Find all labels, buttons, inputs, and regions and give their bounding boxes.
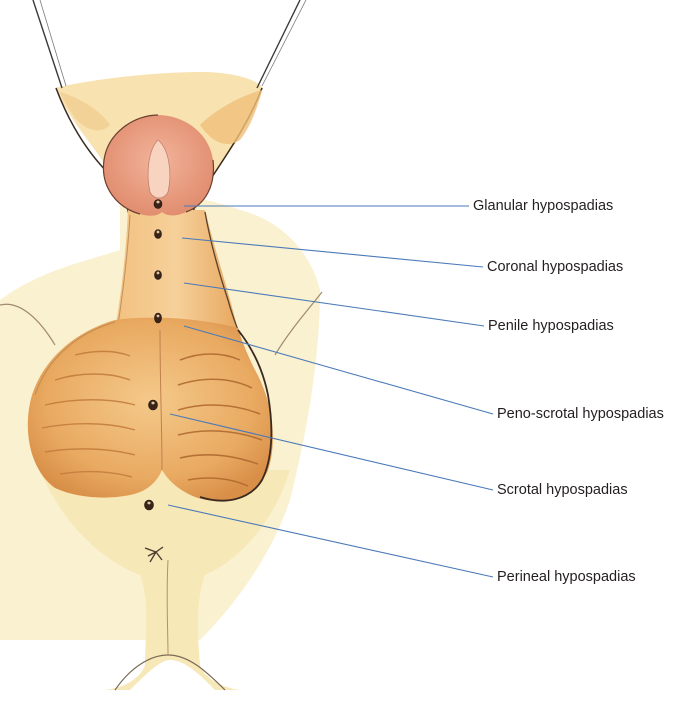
glans-groove xyxy=(147,139,171,199)
scrotal-raphe xyxy=(159,329,163,471)
leader-penile xyxy=(183,282,485,327)
anus-mark xyxy=(144,546,164,563)
thigh-outline-left xyxy=(0,303,56,346)
label-scrotal-hypospadias: Scrotal hypospadias xyxy=(497,482,628,498)
meatus-glanular xyxy=(153,199,163,209)
meatus-penile-2 xyxy=(154,312,162,324)
leader-scrotal xyxy=(169,413,494,491)
meatus-coronal xyxy=(154,229,162,239)
perineal-raphe xyxy=(166,559,169,656)
scrotum-outline-right xyxy=(199,329,273,502)
shaft-outline-right xyxy=(204,211,241,336)
meatus-positions xyxy=(144,199,163,511)
scrotal-rugae-right xyxy=(177,353,263,487)
label-coronal-hypospadias: Coronal hypospadias xyxy=(487,259,624,275)
scrotal-rugae-left xyxy=(41,350,136,478)
label-perineal-hypospadias: Perineal hypospadias xyxy=(497,569,636,585)
prepuce-right-shading xyxy=(200,90,262,145)
meatus-perineal xyxy=(144,499,154,511)
stay-suture-left xyxy=(32,0,63,89)
glans-outline xyxy=(102,114,215,215)
leader-lines xyxy=(167,205,494,578)
prepuce-left-shading xyxy=(60,92,110,131)
leader-perineal xyxy=(167,504,494,578)
meatus-penile-1 xyxy=(154,270,162,280)
label-glanular-hypospadias: Glanular hypospadias xyxy=(473,198,614,214)
perineum-region xyxy=(40,470,290,690)
label-peno-scrotal-hypospadias: Peno-scrotal hypospadias xyxy=(497,406,664,422)
meatus-scrotal xyxy=(148,399,158,411)
leader-penoscrotal xyxy=(183,325,494,415)
shaft-outline-left xyxy=(117,214,131,326)
scrotum-outline-left xyxy=(34,321,116,396)
thigh-outline-right xyxy=(274,291,323,356)
stay-suture-right-2 xyxy=(261,0,307,87)
label-penile-hypospadias: Penile hypospadias xyxy=(488,318,614,334)
stay-suture-right xyxy=(256,0,301,89)
stay-suture-left-2 xyxy=(39,0,67,87)
leader-coronal xyxy=(181,237,484,268)
